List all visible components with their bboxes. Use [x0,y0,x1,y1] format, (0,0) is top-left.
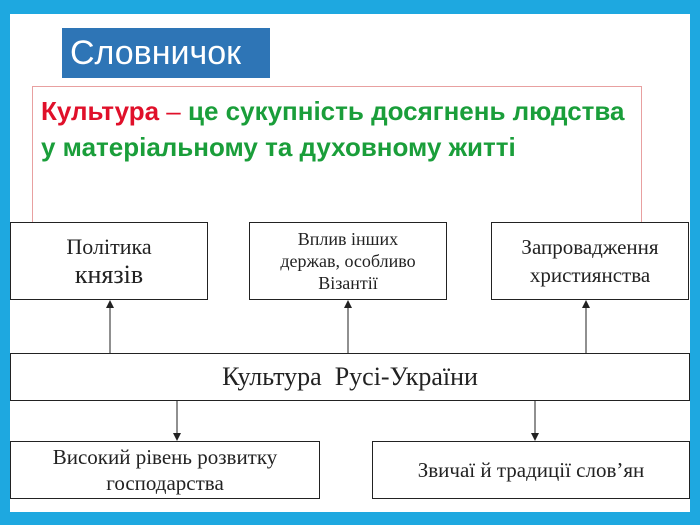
box-economy-line2: господарства [106,471,224,495]
slide-title: Словничок [62,28,270,78]
box-main-label: Культура Русі-України [222,362,478,391]
definition-dash: – [166,96,181,126]
definition-block: Культура – це сукупність досягнень людст… [32,86,642,226]
box-customs: Звичаї й традиції слов’ян [372,441,690,499]
box-economy-line1: Високий рівень розвитку [52,445,278,469]
box-politics-line2: князів [74,260,144,289]
box-christianity-line2: християнства [529,263,651,287]
box-main-culture: Культура Русі-України [10,353,690,401]
box-influence-line1: Вплив інших [297,229,399,249]
box-influence-line3: Візантії [318,273,378,293]
box-christianity: Запровадження християнства [491,222,689,300]
box-politics-line1: Політика [66,234,152,259]
box-christianity-line1: Запровадження [521,235,659,259]
box-customs-label: Звичаї й традиції слов’ян [417,457,645,482]
box-influence: Вплив інших держав, особливо Візантії [249,222,447,300]
box-politics: Політика князів [10,222,208,300]
definition-text: це сукупність досягнень людства у матері… [41,96,625,162]
definition-term: Культура [41,96,160,126]
box-influence-line2: держав, особливо [280,251,416,271]
box-economy: Високий рівень розвитку господарства [10,441,320,499]
